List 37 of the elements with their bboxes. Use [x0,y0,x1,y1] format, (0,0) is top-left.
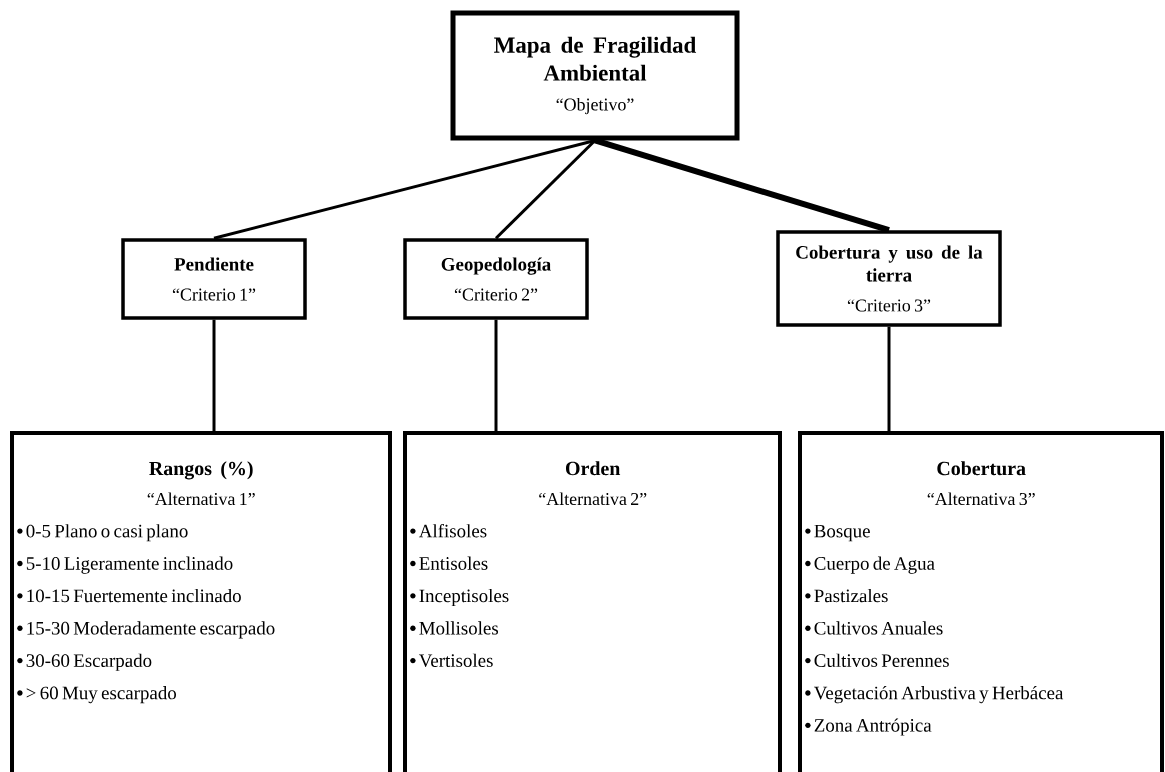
node-label: “Alternativa 3” [927,492,1035,506]
node-label: 15-30 Moderadamente escarpado [27,621,275,639]
node-label: Mollisoles [419,621,499,635]
alternative-box: Rangos (%) “Alternativa 1” 0-5 Plano o casi plano 5-10 Ligeramente inclinado 10-15 Fuertemente inclinado 15-30 Moderadamente escarpado 30-60 Escarpado > 60 Muy escarpado [10,431,392,772]
alternative-box: Orden “Alternativa 2” Alfisoles Entisoles Inceptisoles Mollisoles Vertisoles [403,431,782,772]
node-label: 5-10 Ligeramente inclinado [26,556,233,574]
criterion-box: Pendiente “Criterio 1” [121,238,307,320]
node-label: Cultivos Anuales [814,621,943,635]
node-label: Zona Antrópica [814,718,932,736]
alternative-box: Cobertura “Alternativa 3” Bosque Cuerpo de Agua Pastizales Cultivos Anuales Cultivos Perennes Vegetación Arbustiva y Herbácea Zona Antrópica [798,431,1164,772]
node-label: Bosque [814,524,870,542]
connector-line [494,139,597,240]
connector-line [887,326,891,433]
node-label: > 60 Muy escarpado [26,686,177,704]
node-label: Cuerpo de Agua [814,556,935,574]
node-label: Entisoles [419,556,488,570]
criterion-box: Geopedología “Criterio 2” [403,238,589,320]
node-label: Rangos (%) [149,461,253,480]
node-label: Inceptisoles [419,588,509,607]
connector-line [213,139,596,240]
node-label: Alfisoles [418,523,487,538]
criterion-box: Cobertura y uso de la tierra “Criterio 3” [776,230,1002,327]
node-label: “Alternativa 2” [539,492,647,506]
objective-box: Mapa de Fragilidad Ambiental “Objetivo” [450,10,740,141]
node-label: Cultivos Perennes [814,653,949,667]
node-label: 0-5 Plano o casi plano [26,524,188,542]
connector-line [494,319,498,433]
connector-line [594,137,890,234]
node-label: Vertisoles [418,653,493,668]
node-label: Orden [566,461,621,476]
node-label: 10-15 Fuertemente inclinado [27,588,241,603]
node-label: “Alternativa 1” [147,492,255,506]
node-label: Pastizales [814,588,888,603]
connector-line [212,319,216,433]
node-label: Cobertura [937,461,1026,476]
node-label: Vegetación Arbustiva y Herbácea [813,686,1064,704]
node-label: 30-60 Escarpado [26,653,152,671]
